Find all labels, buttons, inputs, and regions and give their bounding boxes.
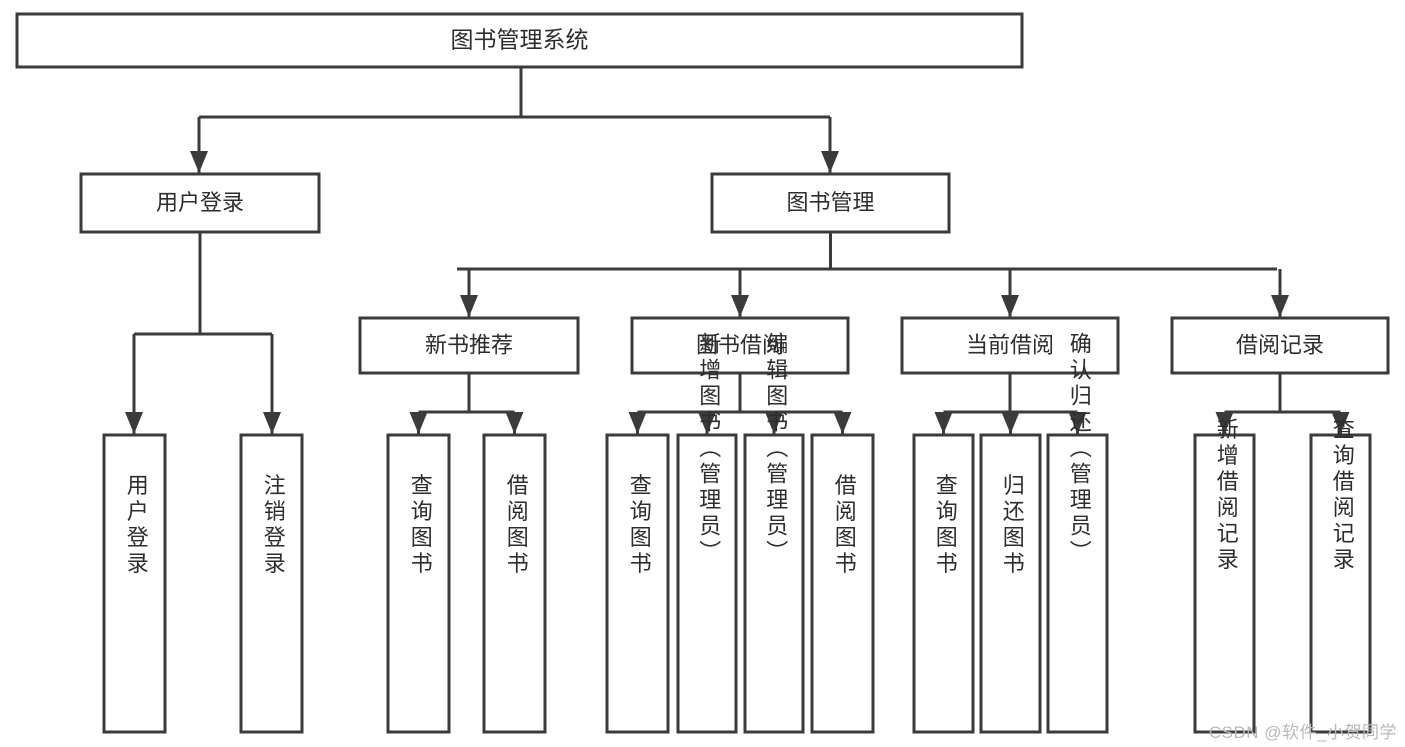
node-layer: 图书管理系统用户登录用户登录注销登录图书管理新书推荐查询图书借阅图书图书借阅查询… xyxy=(15,12,1390,734)
node-label-br-query-record: 查询借阅记录 xyxy=(1330,418,1355,574)
arrow-head-icon-current-borrow xyxy=(1001,295,1019,317)
node-new-book-recommend[interactable]: 新书推荐 xyxy=(358,316,580,375)
node-label-br-add-record: 新增借阅记录 xyxy=(1214,418,1239,574)
arrow-head-icon-nbr-query-book xyxy=(409,412,428,434)
node-label-nbr-query-book: 查询图书 xyxy=(408,474,433,578)
node-box-br-query-record xyxy=(1309,433,1372,734)
node-current-borrow[interactable]: 当前借阅 xyxy=(900,316,1120,375)
node-cb-return-book[interactable]: 归还图书 xyxy=(979,433,1042,734)
node-box-bb-query-book xyxy=(605,433,670,734)
node-box-nbr-query-book xyxy=(386,433,451,734)
node-box-cb-query-book xyxy=(912,433,975,734)
arrow-head-icon-bb-query-book xyxy=(628,412,647,434)
node-label-bb-edit-book: 编辑图书（管理员） xyxy=(763,332,788,566)
arrow-head-icon-cb-return-book xyxy=(1001,412,1020,434)
arrow-head-icon-cb-confirm-return xyxy=(1068,412,1087,434)
node-box-root xyxy=(15,12,1024,69)
node-box-bb-add-book xyxy=(676,433,738,734)
node-box-borrow-record xyxy=(1170,316,1390,375)
arrow-head-icon-book-manage xyxy=(821,151,839,173)
arrow-head-icon-bb-add-book xyxy=(698,412,716,434)
connector-layer xyxy=(125,67,1350,434)
node-label-bb-add-book: 新增图书（管理员） xyxy=(696,332,721,566)
arrow-head-icon-user-logout xyxy=(263,412,281,434)
node-nbr-query-book[interactable]: 查询图书 xyxy=(386,433,451,734)
arrow-head-icon-bb-borrow-book xyxy=(833,412,852,434)
node-label-bb-borrow-book: 借阅图书 xyxy=(832,474,857,578)
node-user-login-do[interactable]: 用户登录 xyxy=(102,433,167,734)
node-bb-add-book[interactable]: 新增图书（管理员） xyxy=(676,332,738,734)
node-box-current-borrow xyxy=(900,316,1120,375)
node-label-new-book-recommend: 新书推荐 xyxy=(425,332,513,357)
node-label-book-borrow: 图书借阅 xyxy=(696,332,784,357)
node-bb-query-book[interactable]: 查询图书 xyxy=(605,433,670,734)
node-bb-borrow-book[interactable]: 借阅图书 xyxy=(810,433,875,734)
node-label-cb-return-book: 归还图书 xyxy=(1000,474,1025,578)
node-br-add-record[interactable]: 新增借阅记录 xyxy=(1193,418,1256,734)
csdn-watermark: CSDN @软件_小贺同学 xyxy=(1208,723,1397,742)
node-label-user-login: 用户登录 xyxy=(156,190,244,215)
node-label-bb-query-book: 查询图书 xyxy=(627,474,652,578)
node-cb-query-book[interactable]: 查询图书 xyxy=(912,433,975,734)
node-box-br-add-record xyxy=(1193,433,1256,734)
node-label-cb-confirm-return: 确认归还（管理员） xyxy=(1067,332,1092,566)
node-label-root: 图书管理系统 xyxy=(451,27,589,53)
node-box-cb-return-book xyxy=(979,433,1042,734)
node-bb-edit-book[interactable]: 编辑图书（管理员） xyxy=(743,332,805,734)
node-box-book-manage xyxy=(710,172,951,234)
arrow-head-icon-new-book-recommend xyxy=(460,295,478,317)
node-label-borrow-record: 借阅记录 xyxy=(1236,332,1324,357)
node-root[interactable]: 图书管理系统 xyxy=(15,12,1024,69)
node-borrow-record[interactable]: 借阅记录 xyxy=(1170,316,1390,375)
node-label-current-borrow: 当前借阅 xyxy=(966,332,1054,357)
arrow-head-icon-br-add-record xyxy=(1215,412,1234,434)
node-box-nbr-borrow-book xyxy=(482,433,547,734)
arrow-head-icon-nbr-borrow-book xyxy=(505,412,524,434)
arrow-head-icon-user-login-do xyxy=(125,412,143,434)
node-user-login[interactable]: 用户登录 xyxy=(79,172,321,234)
node-label-cb-query-book: 查询图书 xyxy=(933,474,958,578)
arrow-head-icon-bb-edit-book xyxy=(765,412,783,434)
node-label-book-manage: 图书管理 xyxy=(786,190,874,215)
node-box-book-borrow xyxy=(630,316,850,375)
node-cb-confirm-return[interactable]: 确认归还（管理员） xyxy=(1046,332,1109,734)
node-book-borrow[interactable]: 图书借阅 xyxy=(630,316,850,375)
arrow-head-icon-user-login xyxy=(190,151,208,173)
node-box-user-logout xyxy=(239,433,304,734)
node-box-cb-confirm-return xyxy=(1046,433,1109,734)
arrow-head-icon-br-query-record xyxy=(1331,412,1350,434)
node-book-manage[interactable]: 图书管理 xyxy=(710,172,951,234)
node-box-user-login-do xyxy=(102,433,167,734)
node-box-user-login xyxy=(79,172,321,234)
node-label-user-logout: 注销登录 xyxy=(261,474,286,578)
node-nbr-borrow-book[interactable]: 借阅图书 xyxy=(482,433,547,734)
node-box-bb-edit-book xyxy=(743,433,805,734)
node-user-logout[interactable]: 注销登录 xyxy=(239,433,304,734)
node-label-nbr-borrow-book: 借阅图书 xyxy=(504,474,529,578)
node-box-new-book-recommend xyxy=(358,316,580,375)
arrow-head-icon-cb-query-book xyxy=(934,412,953,434)
node-br-query-record[interactable]: 查询借阅记录 xyxy=(1309,418,1372,734)
node-label-user-login-do: 用户登录 xyxy=(124,474,149,578)
arrow-head-icon-borrow-record xyxy=(1271,295,1289,317)
node-box-bb-borrow-book xyxy=(810,433,875,734)
arrow-head-icon-book-borrow xyxy=(731,295,749,317)
